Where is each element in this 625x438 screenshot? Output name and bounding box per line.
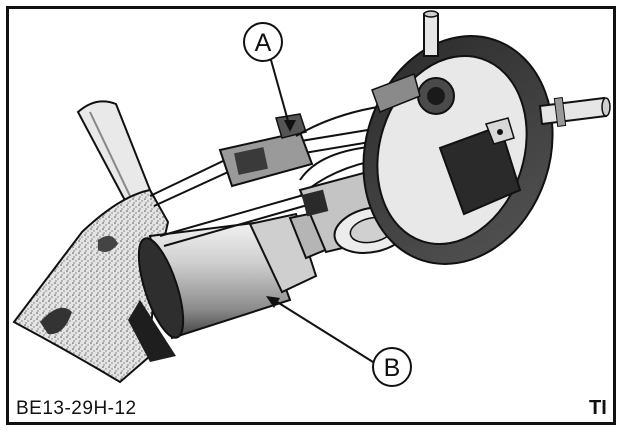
callout-b-label: B [384,354,401,382]
filter-sock [12,188,170,384]
figure-border [6,6,616,425]
fuel-pipe-outlet [423,10,439,57]
figure-mark: TI [589,397,607,419]
fuel-pipe-return [538,96,611,127]
electrical-connector [438,117,522,216]
callout-a: A [243,22,296,132]
figure-code: BE13-29H-12 [16,398,137,419]
sender-unit [218,113,314,188]
float-arm [76,100,152,208]
callout-a-label: A [255,29,272,57]
callout-b: B [266,296,412,387]
